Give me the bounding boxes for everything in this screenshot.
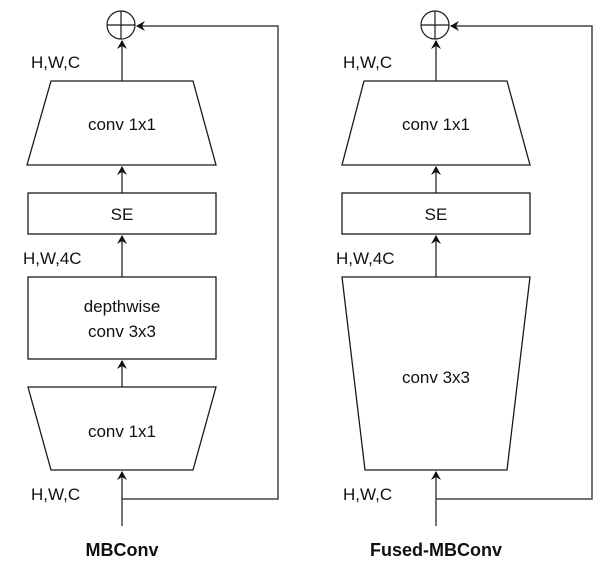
mid-dim-label: H,W,4C [23, 249, 82, 268]
se-label: SE [111, 205, 134, 224]
bottom-conv1x1-block [27, 386, 217, 471]
top-conv1x1-label: conv 1x1 [88, 115, 156, 134]
fused-mbconv-title: Fused-MBConv [370, 540, 502, 560]
mid-dim-label: H,W,4C [336, 249, 395, 268]
se-block [341, 192, 531, 235]
add-node-icon [420, 10, 450, 40]
fused-mbconv-diagram: H,W,C conv 1x1 SE H,W,4C conv 3x3 H,W,C … [336, 10, 593, 560]
fused-conv3x3-block [341, 276, 531, 471]
output-dim-label: H,W,C [31, 53, 80, 72]
se-block [27, 192, 217, 235]
top-conv1x1-block [341, 80, 531, 166]
top-conv1x1-block [26, 80, 217, 166]
bottom-conv1x1-label: conv 1x1 [88, 422, 156, 441]
skip-connection [436, 21, 593, 500]
mbconv-title: MBConv [86, 540, 159, 560]
se-label: SE [425, 205, 448, 224]
output-dim-label: H,W,C [343, 53, 392, 72]
depthwise-label-line1: depthwise [84, 297, 161, 316]
add-node-icon [106, 10, 136, 40]
skip-connection [122, 21, 279, 500]
depthwise-label-line2: conv 3x3 [88, 322, 156, 341]
fused-conv3x3-label: conv 3x3 [402, 368, 470, 387]
input-dim-label: H,W,C [343, 485, 392, 504]
input-dim-label: H,W,C [31, 485, 80, 504]
mbconv-diagram: H,W,C conv 1x1 SE H,W,4C depthwise conv … [23, 10, 279, 560]
top-conv1x1-label: conv 1x1 [402, 115, 470, 134]
depthwise-conv-block [27, 276, 217, 360]
